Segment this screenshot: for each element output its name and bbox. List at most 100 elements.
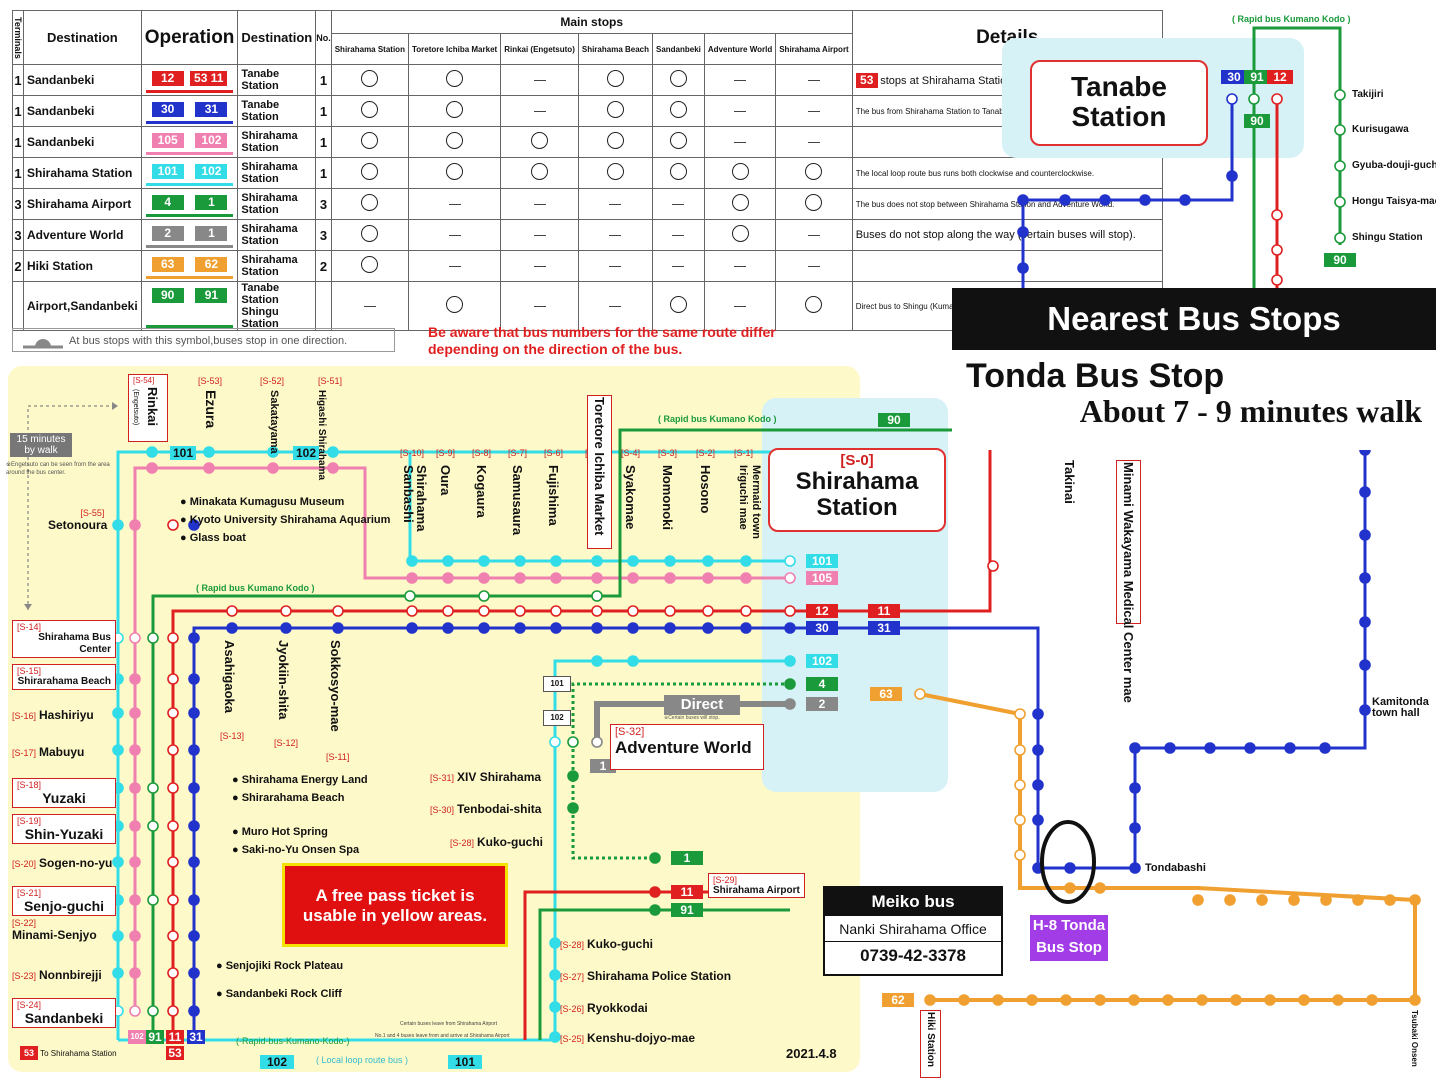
stop-higashi-shirahama[interactable]: Higashi Shirahama [316, 390, 327, 481]
stop-dot [1129, 862, 1141, 874]
stop-dot [784, 655, 796, 667]
stop-cell [652, 95, 705, 127]
stop-takijiri[interactable]: Takijiri [1352, 89, 1384, 100]
stop-dot [1319, 742, 1331, 754]
stop-setonoura[interactable]: [S-55]Setonoura [48, 508, 108, 532]
stop-tsubaki-onsen[interactable]: Tsubaki Onsen [1410, 1010, 1419, 1067]
no-stop-dash-icon [609, 266, 622, 268]
stop-kamitonda[interactable]: Kamitonda town hall [1372, 696, 1429, 719]
stop-dot [1352, 894, 1364, 906]
stop-mark-icon [669, 163, 687, 180]
stop-dot [332, 605, 344, 617]
stop-minami-wakayama[interactable]: Minami Wakayama Medical Center mae [1116, 460, 1141, 703]
stop-adventure-world[interactable]: [S-32] Adventure World [610, 724, 764, 770]
stop-mark-icon [361, 256, 379, 273]
no-stop-dash-icon [363, 306, 376, 308]
stop-hashiriyu[interactable]: [S-16]Hashiriyu [12, 708, 94, 722]
route-badge: 31 [195, 102, 228, 117]
stop-tondabashi[interactable]: Tondabashi [1145, 862, 1206, 874]
stop-kogaura[interactable]: Kogaura [474, 465, 489, 518]
engetsuto-note: ※Engetsuto can be seen from the area aro… [6, 462, 110, 476]
stop-momonoki[interactable]: Momonoki [660, 465, 675, 530]
stop-kuko-guchi[interactable]: [S-28]Kuko-guchi [450, 835, 544, 849]
stop-dot [167, 782, 179, 794]
stop-ezura[interactable]: Ezura [203, 390, 219, 429]
stop-xiv-shirahama[interactable]: [S-31]XIV Shirahama [430, 770, 542, 784]
stop-shirahama-airport[interactable]: [S-29]Shirahama Airport [708, 873, 805, 898]
stop-dot [702, 555, 714, 567]
stop-dot [1288, 894, 1300, 906]
stop-shirahama-bus-center[interactable]: [S-14]Shirahama Bus Center [12, 620, 116, 658]
stop-dot [188, 894, 200, 906]
stop-dot [567, 770, 579, 782]
stop-dot [1256, 894, 1268, 906]
no-stop-dash-icon [807, 266, 820, 268]
stop-shirahama-police-station[interactable]: [S-27]Shirahama Police Station [560, 969, 732, 983]
stop-dot [1129, 742, 1141, 754]
stop-hongu-taisya-mae[interactable]: Hongu Taisya-mae [1352, 196, 1436, 207]
stop-dot [112, 519, 124, 531]
stop-yuzaki[interactable]: [S-18]Yuzaki [12, 778, 116, 808]
stop-sakatayama[interactable]: Sakatayama [268, 390, 280, 454]
stop-ryokkodai[interactable]: [S-26]Ryokkodai [560, 1001, 648, 1015]
stop-dot [129, 967, 141, 979]
h8-tonda-bus-stop[interactable]: H-8 Tonda Bus Stop [1030, 915, 1108, 961]
stop-toretore-ichiba-market[interactable]: Toretore Ichiba Market [587, 395, 612, 549]
stop-takinai[interactable]: Takinai [1062, 460, 1077, 504]
stop-sogen-no-yu[interactable]: [S-20]Sogen-no-yu [12, 856, 113, 870]
stop-cell [577, 157, 654, 189]
stop-asahigaoka[interactable]: Asahigaoka [222, 640, 237, 713]
meiko-phone[interactable]: 0739-42-3378 [860, 946, 966, 965]
stop-gyuba-douji-guchi[interactable]: Gyuba-douji-guchi [1352, 160, 1436, 171]
stop-tenbodai-shita[interactable]: [S-30]Tenbodai-shita [430, 802, 542, 816]
stop-dot [167, 519, 179, 531]
stop-mabuyu[interactable]: [S-17]Mabuyu [12, 745, 85, 759]
loop-label: ( Local loop route bus ) [316, 1055, 409, 1065]
stop-rinkai[interactable]: [S-54] Rinkai (Engetsuto) [128, 374, 168, 442]
stop-oura[interactable]: Oura [438, 465, 453, 496]
blue-tanabe-line [1021, 97, 1234, 290]
no-stop-dash-icon [533, 266, 546, 268]
stop-sandanbeki[interactable]: [S-24]Sandanbeki [12, 998, 116, 1028]
stop-cell [330, 281, 409, 331]
stop-shingu-station[interactable]: Shingu Station [1352, 232, 1423, 243]
stop-nonnbirejji[interactable]: [S-23]Nonnbirejji [12, 968, 102, 982]
stop-fujishima[interactable]: Fujishima [546, 465, 561, 526]
stop-shirahama-sanbashi[interactable]: Shirahama Sanbashi [401, 465, 429, 532]
rapid-label-top: ( Rapid bus Kumano Kodo ) [658, 414, 777, 424]
stop-kenshu-dojyo-mae[interactable]: [S-25]Kenshu-dojyo-mae [560, 1031, 696, 1045]
stop-samusaura[interactable]: Samusaura [510, 465, 525, 536]
stop-mark-icon [669, 70, 687, 87]
stop-code: [S-9] [436, 448, 456, 458]
stop-hosono[interactable]: Hosono [698, 465, 713, 514]
stop-hiki-station[interactable]: Hiki Station [920, 1010, 941, 1078]
stop-dot [1248, 93, 1260, 105]
nearest-bus-stops-panel: Nearest Bus Stops Tonda Bus Stop About 7… [952, 288, 1436, 450]
stop-dot [129, 820, 141, 832]
stop-mark-icon [531, 132, 549, 149]
stop-kurisugawa[interactable]: Kurisugawa [1352, 124, 1409, 135]
stop-dot [478, 605, 490, 617]
stop-dot [129, 632, 141, 644]
stop-mermaid-town-iriguchi-mae[interactable]: Mermaid town Iriguchi mae [737, 465, 762, 539]
stop-shirarahama-beach[interactable]: [S-15]Shirarahama Beach [12, 664, 116, 690]
terminal-cell: 1 [12, 64, 24, 96]
stop-minami-senjyo[interactable]: [S-22]Minami-Senjyo [12, 918, 97, 942]
no-stop-dash-icon [672, 235, 685, 237]
stop-dot [784, 605, 796, 617]
stop-dot [1332, 994, 1344, 1006]
stop-dot [226, 605, 238, 617]
stop-dot [188, 744, 200, 756]
stop-senjo-guchi[interactable]: [S-21]Senjo-guchi [12, 886, 116, 916]
shirahama-station-box[interactable]: [S-0] Shirahama Station [768, 448, 946, 532]
route-badge: 1 [195, 195, 228, 210]
stop-cell [500, 64, 579, 96]
stop-sokkosyo-mae[interactable]: Sokkosyo-mae [328, 640, 343, 732]
stop-kuko-guchi[interactable]: [S-28]Kuko-guchi [560, 937, 654, 951]
stop-shin-yuzaki[interactable]: [S-19]Shin-Yuzaki [12, 814, 116, 844]
stop-jyokiin-shita[interactable]: Jyokiin-shita [276, 640, 291, 720]
destination-header-2: Destination [237, 10, 317, 65]
tanabe-station-box[interactable]: Tanabe Station [1030, 60, 1208, 146]
stop-syakomae[interactable]: Syakomae [623, 465, 638, 530]
